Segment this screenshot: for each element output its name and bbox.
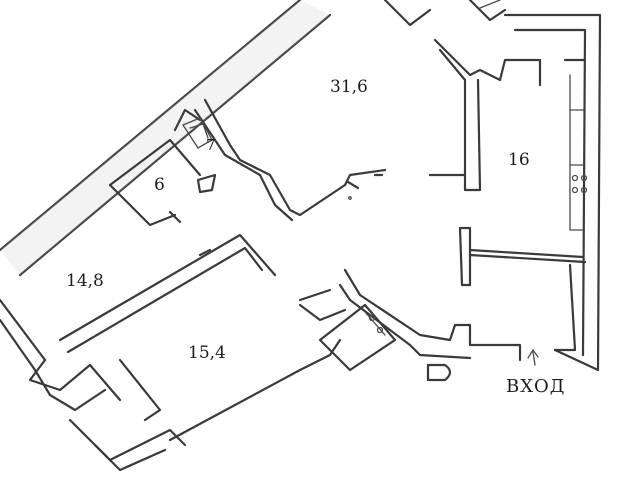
- room-label-kitchen: 16: [508, 150, 530, 170]
- room-label-bedroom-bottom: 15,4: [188, 343, 226, 363]
- door-stubs: [346, 173, 384, 200]
- storage-walls: [108, 138, 217, 227]
- room-label-bedroom-left: 14,8: [66, 271, 104, 291]
- entry-label: ВХОД: [506, 376, 565, 397]
- outer-wall-lower-left: [0, 298, 187, 472]
- bathroom-walls: [173, 98, 387, 222]
- door-icon: [426, 363, 452, 382]
- partition-living-kitchen: [428, 38, 542, 192]
- room-15-4-walls: [118, 288, 347, 442]
- room-label-storage: 6: [154, 175, 165, 195]
- partition-bedrooms: [58, 233, 277, 354]
- top-window: [383, 0, 507, 27]
- room-label-bathroom: 7: [206, 136, 216, 154]
- outer-wall-right: [503, 13, 602, 372]
- room-label-living: 31,6: [330, 77, 368, 97]
- partition-kitchen-hall: [458, 226, 587, 352]
- entry-arrow-icon: [527, 348, 539, 366]
- kitchen-counter: [569, 74, 588, 231]
- hall-fixtures: [318, 303, 397, 372]
- entry-wall: [338, 268, 522, 362]
- outer-wall-upper-left: [0, 0, 332, 277]
